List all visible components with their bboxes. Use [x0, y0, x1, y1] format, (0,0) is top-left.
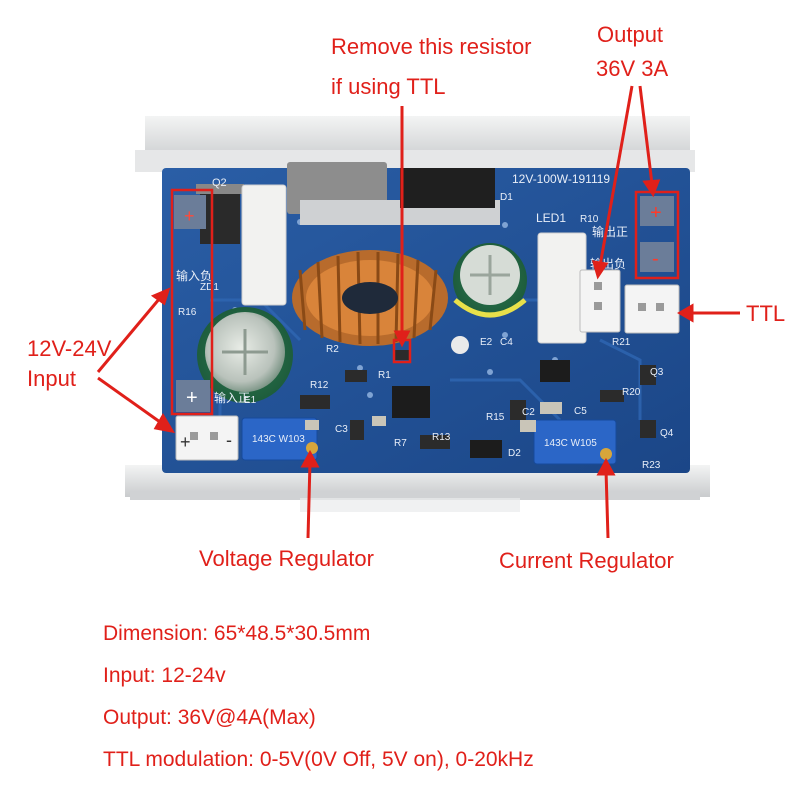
r23-label: R23: [642, 460, 661, 471]
c5-label: C5: [574, 406, 587, 417]
output-label-line1: Output: [597, 22, 664, 47]
e1-label: E1: [244, 395, 257, 406]
voltage-regulator-label: Voltage Regulator: [199, 546, 374, 571]
heatsink: [125, 116, 710, 512]
spec-value: 36V@4A(Max): [177, 706, 316, 729]
spec-dimension: Dimension: 65*48.5*30.5mm: [103, 623, 370, 644]
input-positive-cn-label: 输入正: [214, 390, 250, 405]
r16-label: R16: [178, 307, 197, 318]
pot-left-label: 143C W103: [252, 434, 305, 445]
q3-label: Q3: [650, 367, 664, 378]
board-model-label: 12V-100W-191119: [512, 172, 610, 186]
spec-key: Output:: [103, 706, 172, 729]
connector-plus-mark: +: [180, 432, 191, 452]
led1-label: LED1: [536, 211, 566, 225]
spec-output: Output: 36V@4A(Max): [103, 707, 316, 728]
r7-label: R7: [394, 438, 407, 449]
c2-label: C2: [522, 407, 535, 418]
r21-label: R21: [612, 337, 631, 348]
remove-resistor-label-line2: if using TTL: [331, 74, 446, 99]
r20-label: R20: [622, 387, 641, 398]
c3-label: C3: [335, 424, 348, 435]
ttl-label: TTL: [746, 301, 786, 326]
spec-ttl-modulation: TTL modulation: 0-5V(0V Off, 5V on), 0-2…: [103, 749, 534, 770]
spec-value: 12-24v: [161, 664, 226, 687]
input-minus-pad-plus-mark: +: [184, 206, 195, 226]
annotation-arrows: [96, 85, 740, 539]
input-label-line1: 12V-24V: [27, 336, 112, 361]
output-plus-mark: +: [650, 202, 662, 224]
r1-label: R1: [378, 370, 391, 381]
q4-label: Q4: [660, 428, 674, 439]
spec-key: TTL modulation:: [103, 748, 254, 771]
r12-label: R12: [310, 380, 329, 391]
remove-resistor-label-line1: Remove this resistor: [331, 34, 532, 59]
spec-value: 65*48.5*30.5mm: [213, 622, 371, 645]
input-negative-cn-label: 输入负: [176, 268, 212, 283]
spec-value: 0-5V(0V Off, 5V on), 0-20kHz: [259, 748, 534, 771]
input-label-line2: Input: [27, 366, 76, 391]
output-positive-cn-label: 输出正: [592, 224, 628, 239]
output-label-line2: 36V 3A: [596, 56, 669, 81]
spec-key: Input:: [103, 664, 156, 687]
current-regulator-label: Current Regulator: [499, 548, 674, 573]
input-pads-box: [170, 188, 214, 416]
output-minus-mark: -: [652, 248, 659, 270]
silkscreen: 12V-100W-191119 Q2 LED1 R10 输出正 输出负 输入负 …: [176, 172, 674, 471]
zd1-label: ZD1: [200, 282, 219, 293]
r15-label: R15: [486, 412, 505, 423]
r13-label: R13: [432, 432, 451, 443]
q2-label: Q2: [212, 177, 227, 189]
spec-key: Dimension:: [103, 622, 209, 645]
input-plus-mark: +: [186, 387, 198, 409]
spec-input: Input: 12-24v: [103, 665, 226, 686]
e2-label: E2: [480, 337, 493, 348]
c4-label: C4: [500, 337, 513, 348]
d1-label: D1: [500, 192, 513, 203]
r10-label: R10: [580, 214, 599, 225]
d2-label: D2: [508, 448, 521, 459]
output-pads-box: [634, 190, 680, 280]
pot-right-label: 143C W105: [544, 438, 597, 449]
components: [174, 162, 680, 465]
r2-label: R2: [326, 344, 339, 355]
connector-minus-mark: -: [226, 430, 232, 450]
annotation-boxes: [170, 188, 680, 416]
